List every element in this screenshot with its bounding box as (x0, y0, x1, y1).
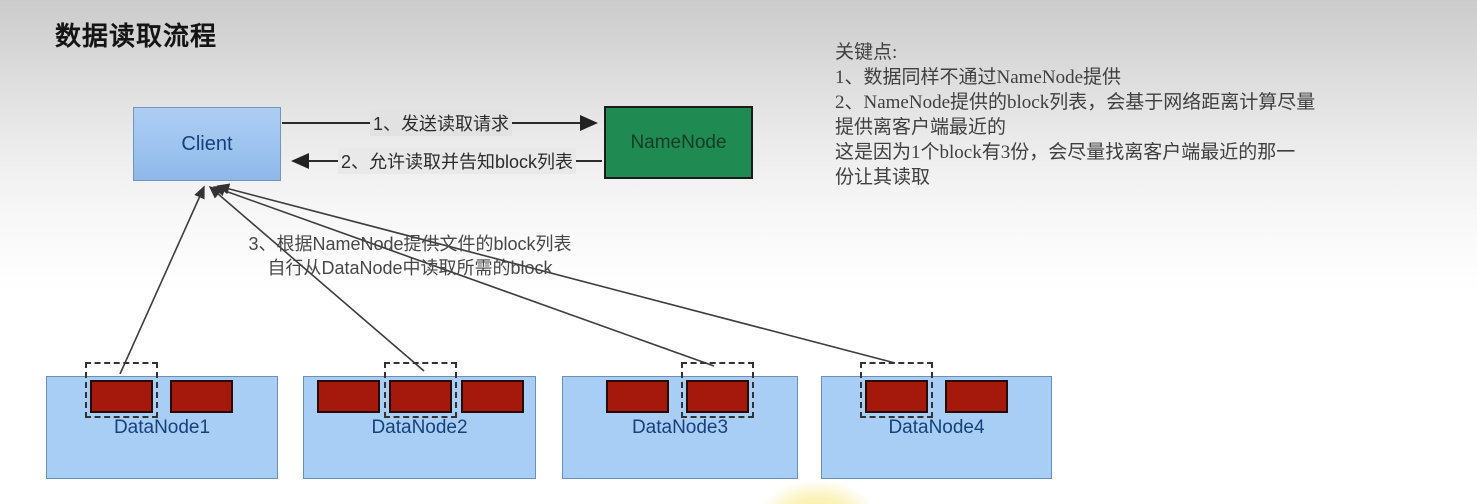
datanode4-label: DataNode4 (888, 417, 985, 438)
datanode2-label: DataNode2 (371, 417, 468, 438)
datanode3-label: DataNode3 (631, 417, 729, 438)
arrow-label-allow-read-block-list: 2、允许读取并告知block列表 (337, 148, 577, 174)
key-points-line-1: 1、数据同样不通过NameNode提供 (835, 67, 1122, 88)
hdfs-block-selected (384, 362, 457, 418)
datanode3-blocks-row (563, 362, 797, 418)
hdfs-block (461, 380, 524, 413)
client-node-label: Client (181, 132, 233, 155)
hdfs-block (606, 380, 669, 413)
hdfs-block-selected (681, 362, 754, 418)
hdfs-block (945, 380, 1008, 413)
page-title: 数据读取流程 (55, 21, 218, 51)
key-points-line-5: 份让其读取 (835, 167, 931, 188)
datanode2-node: DataNode2 (303, 362, 536, 479)
namenode-node-label: NameNode (630, 131, 727, 153)
step3-annotation-line1: 3、根据NameNode提供文件的block列表 (248, 234, 572, 254)
key-points-note: 关键点: 1、数据同样不通过NameNode提供 2、NameNode提供的bl… (835, 40, 1460, 190)
key-points-heading: 关键点: (835, 42, 898, 63)
step3-annotation-line2: 自行从DataNode中读取所需的block (267, 258, 553, 278)
arrow-datanode2-to-client (208, 185, 425, 372)
key-points-line-2: 2、NameNode提供的block列表，会基于网络距离计算尽量 (835, 92, 1316, 113)
step3-annotation: 3、根据NameNode提供文件的block列表 自行从DataNode中读取所… (228, 232, 592, 280)
datanode4-node: DataNode4 (821, 362, 1052, 479)
datanode4-blocks-row (822, 362, 1051, 418)
key-points-line-3: 提供离客户端最近的 (835, 117, 1007, 138)
datanode1-blocks-row (47, 362, 277, 418)
datanode1-label: DataNode1 (113, 417, 211, 438)
hdfs-block (317, 380, 380, 413)
hdfs-block (170, 380, 233, 413)
key-points-line-4: 这是因为1个block有3份，会尽量找离客户端最近的那一 (835, 142, 1296, 163)
datanode2-blocks-row (304, 362, 535, 418)
datanode1-node: DataNode1 (46, 362, 278, 479)
arrow-datanode3-to-client (212, 185, 715, 367)
datanode3-node: DataNode3 (562, 362, 798, 479)
pointer-highlight-glow (758, 482, 878, 504)
hdfs-block-selected (85, 362, 158, 418)
arrow-datanode4-to-client (216, 183, 896, 364)
client-node: Client (133, 107, 281, 181)
arrow-datanode1-to-client (119, 185, 205, 375)
arrow-label-send-read-request: 1、发送读取请求 (369, 110, 513, 136)
namenode-node: NameNode (604, 106, 753, 179)
hdfs-block-selected (860, 362, 933, 418)
